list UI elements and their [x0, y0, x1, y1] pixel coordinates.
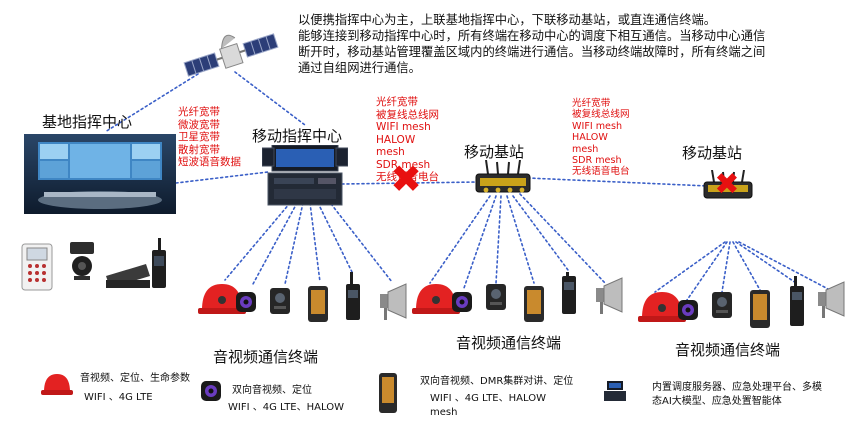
helmet-icon	[412, 284, 460, 314]
station-station-tech-list: 光纤宽带 被复线总线网 WIFI mesh HALOW mesh SDR mes…	[572, 98, 630, 178]
link-s2-t6	[738, 241, 831, 291]
link-s2-t3	[721, 241, 731, 293]
description-line: 以便携指挥中心为主，上联基地指挥中心，下联移动基站，或直连通信终端。	[298, 13, 717, 27]
station-1-title: 移动基站	[464, 143, 525, 161]
group-1-title: 音视频通信终端	[213, 348, 319, 366]
base-center-title: 基地指挥中心	[42, 113, 133, 131]
helmet-icon	[198, 284, 246, 314]
mobile-center-title: 移动指挥中心	[252, 127, 343, 145]
radio-icon	[346, 272, 360, 320]
command-hall-image	[24, 134, 176, 214]
terminals-group-2	[412, 272, 623, 322]
description-line: 断开时，移动基站管理覆盖区域内的终端进行通信。当移动终端故障时，所有终端之间	[298, 45, 766, 59]
link-center-t4	[309, 202, 321, 283]
link-center-t5	[317, 202, 353, 273]
legend-helmet-sub: WIFI 、4G LTE	[84, 392, 153, 403]
legend-phone-sub: WIFI 、4G LTE、HALOW	[430, 393, 546, 404]
station-failure-icon: ✖	[714, 167, 740, 202]
link-center-station1	[341, 181, 479, 185]
speaker-icon	[818, 281, 845, 318]
legend-phone-title: 双向音视频、DMR集群对讲、定位	[420, 376, 574, 387]
helmet-icon	[638, 292, 686, 322]
link-s2-t2	[686, 241, 728, 301]
description-line: 通过自组网进行通信。	[298, 61, 421, 75]
link-s1-t5	[512, 195, 569, 271]
legend-case-title-2: 态AI大模型、应急处置智能体	[652, 396, 782, 407]
link-center-t1	[224, 202, 291, 281]
link-center-t3	[284, 202, 304, 285]
terminals-group-3	[638, 276, 845, 328]
description-line: 能够连接到移动指挥中心时，所有终端在移动中心的调度下相互通信。当移动中心通信	[298, 29, 766, 43]
legend-camera-title: 双向音视频、定位	[232, 385, 312, 396]
link-satellite-base	[104, 73, 199, 133]
link-s1-t6	[519, 193, 606, 284]
link-s1-t1	[429, 195, 491, 284]
link-s1-t3	[495, 195, 502, 284]
link-s1-t4	[506, 195, 535, 284]
satellite-icon	[183, 33, 279, 77]
legend-helmet-title: 音视频、定位、生命参数	[80, 373, 190, 384]
rugged-phone-icon	[524, 286, 544, 322]
base-link-tech-list: 光纤宽带 微波宽带 卫星宽带 散射宽带 短波语音数据	[178, 106, 241, 168]
terminals-group-1	[198, 272, 407, 322]
group-2-title: 音视频通信终端	[456, 334, 562, 352]
rugged-phone-icon	[750, 290, 770, 328]
description-block: 以便携指挥中心为主，上联基地指挥中心，下联移动基站，或直连通信终端。 能够连接到…	[298, 12, 843, 76]
rugged-phone-icon	[308, 286, 328, 322]
legend-camera-sub: WIFI 、4G LTE、HALOW	[228, 402, 344, 413]
station-2-title: 移动基站	[682, 144, 743, 162]
body-camera-icon	[452, 292, 472, 312]
legend-case-title: 内置调度服务器、应急处理平台、多模	[652, 382, 822, 393]
speaker-icon	[380, 283, 407, 320]
recorder-icon	[712, 292, 732, 318]
legend-phone-sub-2: mesh	[430, 407, 458, 418]
link-s2-t1	[654, 241, 726, 293]
legend-camera-icon	[201, 381, 221, 401]
speaker-icon	[596, 277, 623, 314]
group-3-title: 音视频通信终端	[675, 341, 781, 359]
link-s1-t2	[463, 195, 497, 289]
link-station1-station2	[527, 177, 709, 187]
body-camera-icon	[236, 292, 256, 312]
legend-phone-icon	[379, 373, 397, 413]
radio-icon	[790, 276, 804, 326]
legend-case-icon	[604, 381, 626, 401]
link-center-t2	[252, 202, 298, 285]
base-station-2-image	[703, 170, 753, 199]
link-s2-t5	[735, 241, 797, 284]
link-failure-icon: ✖	[390, 157, 422, 201]
recorder-icon	[486, 284, 506, 310]
link-center-t6	[327, 199, 393, 283]
radio-icon	[562, 272, 576, 314]
recorder-icon	[270, 288, 290, 314]
center-station-tech-list: 光纤宽带 被复线总线网 WIFI mesh HALOW mesh SDR mes…	[376, 96, 439, 183]
legend-helmet-icon	[41, 374, 73, 395]
command-case-image	[262, 145, 348, 206]
link-s2-t4	[732, 241, 761, 291]
body-camera-icon	[678, 300, 698, 320]
base-station-1-image	[475, 160, 531, 193]
legacy-devices-image	[21, 238, 166, 291]
link-satellite-center	[234, 71, 306, 126]
link-base-center	[175, 171, 269, 184]
